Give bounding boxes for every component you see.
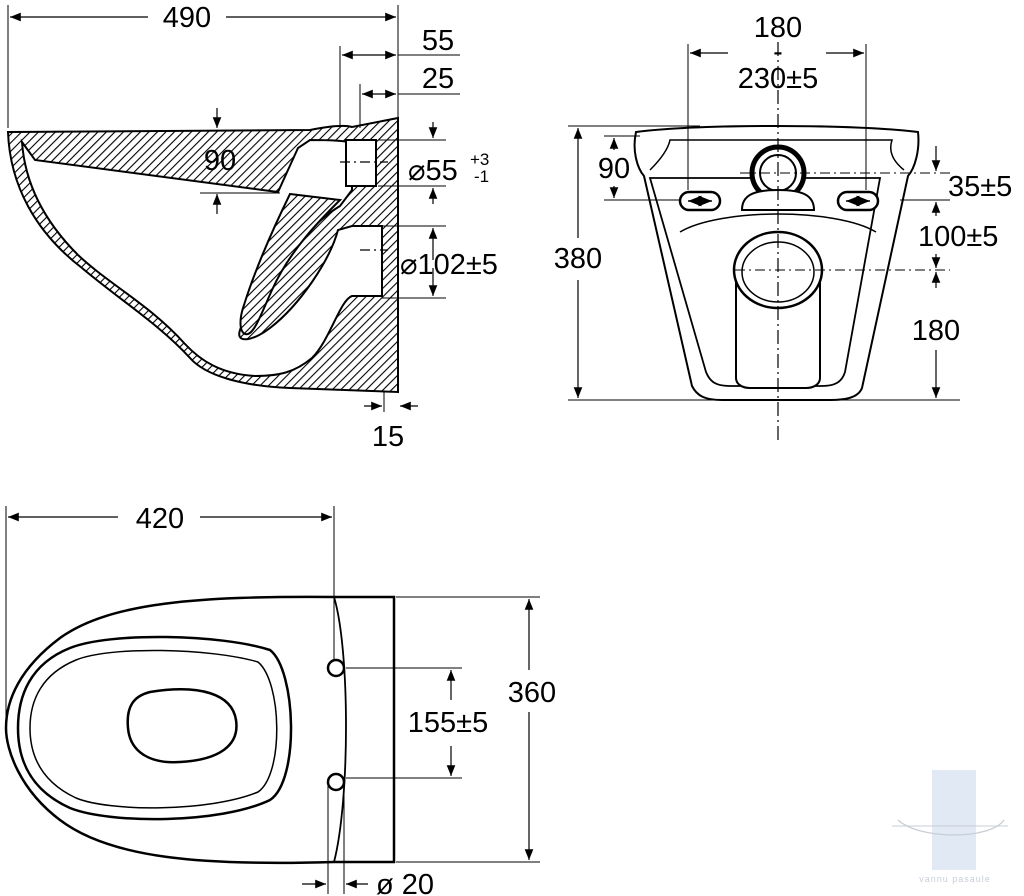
dim-outlet-height: 180 (912, 315, 960, 347)
dim-bolt-spacing-a: 180 (754, 12, 802, 44)
top-view: 420 155±5 360 ø 20 (4, 503, 556, 896)
rear-view: 180 - 230±5 90 380 35±5 100±5 180 (554, 12, 1012, 442)
dim-overall-width: 360 (508, 677, 556, 709)
side-view: 490 55 25 90 ⌀55 +3 -1 ⌀102±5 15 (6, 2, 498, 453)
dim-inlet-offset: 35±5 (948, 171, 1012, 203)
dim-length-to-holes: 420 (136, 503, 184, 535)
dim-base-thickness: 15 (372, 421, 404, 453)
watermark-logo: vannu pasaule (892, 770, 1008, 884)
dim-rim-height: 90 (204, 145, 236, 177)
watermark-text: vannu pasaule (919, 874, 991, 884)
dim-bolt-spacing-b: 230±5 (738, 63, 818, 95)
side-inlet (345, 139, 377, 187)
dim-inlet-height: 90 (598, 153, 630, 185)
dim-hole-diameter: ø 20 (376, 869, 434, 896)
top-fixing-hole-lower (326, 772, 346, 792)
rear-inner-body (648, 177, 882, 387)
top-bowl-opening (126, 688, 238, 764)
dim-inlet-tol-upper: +3 (470, 150, 489, 169)
dim-outlet-offset: 25 (422, 63, 454, 95)
dim-outlet-diameter: ⌀102±5 (400, 249, 498, 281)
dim-overall-height: 380 (554, 243, 602, 275)
dim-hole-spacing: 155±5 (408, 707, 488, 739)
side-trap-wall (239, 192, 343, 336)
dim-bolt-spacing-sep: - (773, 36, 783, 68)
dim-inlet-outlet-distance: 100±5 (918, 221, 998, 253)
dim-inlet-tol-lower: -1 (474, 167, 489, 186)
dim-overall-length: 490 (163, 2, 211, 34)
dim-inlet-diameter: ⌀55 (408, 155, 458, 187)
top-fixing-hole-upper (326, 658, 346, 678)
dim-outlet-depth: 55 (422, 25, 454, 57)
